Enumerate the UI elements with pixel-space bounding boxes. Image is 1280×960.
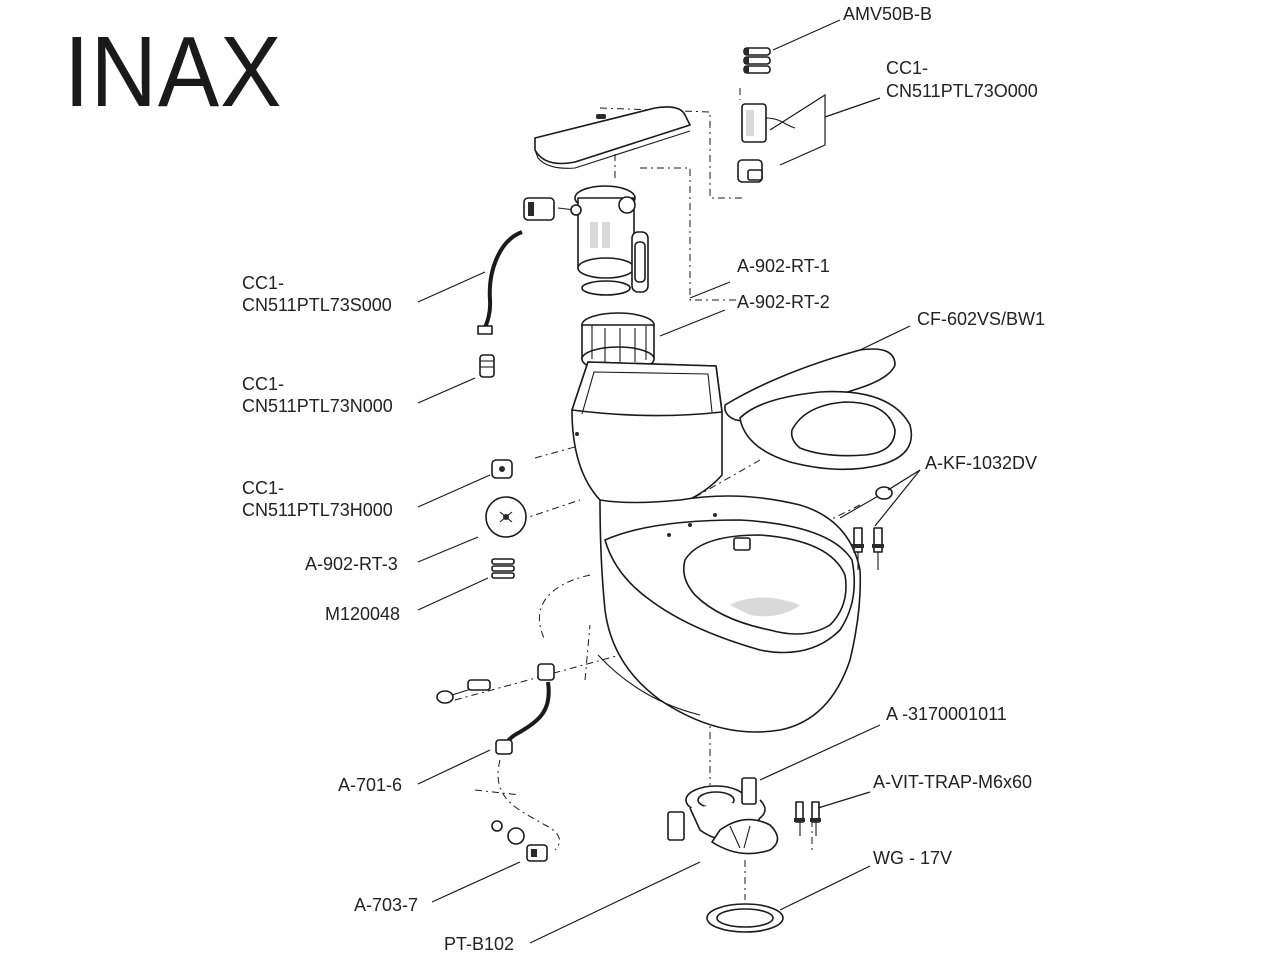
- sensor-module-icon: [737, 103, 796, 183]
- label-rt2: A-902-RT-2: [737, 292, 830, 312]
- label-m120048: M120048: [325, 604, 400, 624]
- part-labels: AMV50B-B CC1- CN511PTL73O000 A-902-RT-1 …: [242, 4, 1045, 954]
- label-cc1-o-line1: CC1-: [886, 58, 928, 78]
- lower-hose-icon: [495, 663, 555, 755]
- trap-screw-icon: [794, 801, 821, 836]
- label-cc1-o-line2: CN511PTL73O000: [886, 81, 1038, 101]
- trap-adapter-icon: [667, 777, 779, 855]
- toilet-bowl-icon: [571, 361, 862, 733]
- flush-button-icon: [485, 496, 527, 538]
- battery-pack-icon: [743, 47, 771, 74]
- angle-valve-icon: [491, 820, 548, 862]
- label-cc1-h-line2: CN511PTL73H000: [242, 500, 393, 520]
- flush-valve-icon: [574, 185, 655, 377]
- label-ptb102: PT-B102: [444, 934, 514, 954]
- label-wg17v: WG - 17V: [873, 848, 952, 868]
- label-vittrap: A-VIT-TRAP-M6x60: [873, 772, 1032, 792]
- fill-valve-icon: [436, 679, 491, 704]
- label-a3170: A -3170001011: [886, 704, 1007, 724]
- label-cc1-s-line2: CN511PTL73S000: [242, 295, 392, 315]
- label-rt3: A-902-RT-3: [305, 554, 398, 574]
- brand-logo: INAX: [64, 16, 283, 128]
- label-a701: A-701-6: [338, 775, 402, 795]
- label-cc1-h-line1: CC1-: [242, 478, 284, 498]
- spring-clip-icon: [491, 558, 515, 579]
- label-cc1-n-line1: CC1-: [242, 374, 284, 394]
- label-cf602: CF-602VS/BW1: [917, 309, 1045, 329]
- label-cc1-s-line1: CC1-: [242, 273, 284, 293]
- wax-ring-icon: [706, 903, 784, 933]
- label-rt1: A-902-RT-1: [737, 256, 830, 276]
- leader-lines: [417, 19, 921, 944]
- label-amv50b: AMV50B-B: [843, 4, 932, 24]
- fitting-icon: [491, 459, 513, 479]
- label-kf1032: A-KF-1032DV: [925, 453, 1037, 473]
- tank-lid-icon: [534, 106, 691, 169]
- water-hose-icon: [477, 197, 582, 378]
- toilet-seat-icon: [724, 348, 913, 471]
- label-cc1-n-line2: CN511PTL73N000: [242, 396, 393, 416]
- label-a703: A-703-7: [354, 895, 418, 915]
